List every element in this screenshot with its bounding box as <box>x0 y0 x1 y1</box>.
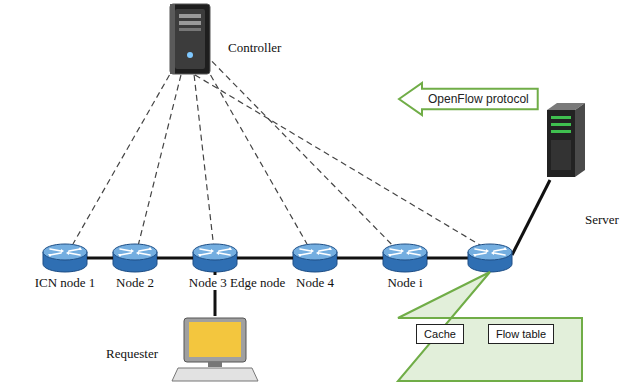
node-label: ICN node 1 <box>33 275 98 290</box>
control-link <box>212 61 391 244</box>
network-link <box>512 180 550 255</box>
node-label: Node i <box>385 275 424 290</box>
router-icon <box>468 244 512 272</box>
control-link <box>139 75 181 244</box>
node-label: Requester <box>104 346 160 361</box>
controller-node: Controller <box>168 3 212 75</box>
network-link <box>87 257 113 260</box>
router-node: Node 4 <box>293 244 337 272</box>
node-callout <box>398 272 582 381</box>
router-node: ICN node 1 <box>43 244 87 272</box>
cache-box: Cache <box>416 324 464 344</box>
node-label: Node 3 Edge node <box>187 275 287 290</box>
network-link <box>337 257 383 260</box>
network-link <box>157 257 193 260</box>
control-link <box>73 75 169 244</box>
requester-icon <box>172 318 258 381</box>
edge-router-node: Node 3 Edge node <box>193 244 237 272</box>
router-icon <box>113 244 157 272</box>
router-node: Node i <box>383 244 427 272</box>
box-label: Flow table <box>496 328 546 340</box>
controller-icon <box>170 4 210 74</box>
router-icon <box>43 244 87 272</box>
network-link <box>427 257 468 260</box>
router-node: Node 2 <box>113 244 157 272</box>
node-label: Server <box>583 212 621 227</box>
box-label: Cache <box>424 328 456 340</box>
requester-node: Requester <box>176 316 254 382</box>
node-label: Node 2 <box>114 275 156 290</box>
control-link <box>211 75 307 244</box>
flow-table-box: Flow table <box>488 324 554 344</box>
router-icon <box>193 244 237 272</box>
router-icon <box>293 244 337 272</box>
router-icon <box>383 244 427 272</box>
network-link <box>237 257 293 260</box>
protocol-arrow: OpenFlow protocol <box>398 82 539 116</box>
node-label: Controller <box>226 40 283 55</box>
node-label: Node 4 <box>294 275 336 290</box>
control-link <box>194 75 213 244</box>
box-label: OpenFlow protocol <box>428 92 529 106</box>
arrow-shape <box>399 83 538 115</box>
server-icon <box>547 103 585 177</box>
server-node: Server <box>545 102 587 178</box>
